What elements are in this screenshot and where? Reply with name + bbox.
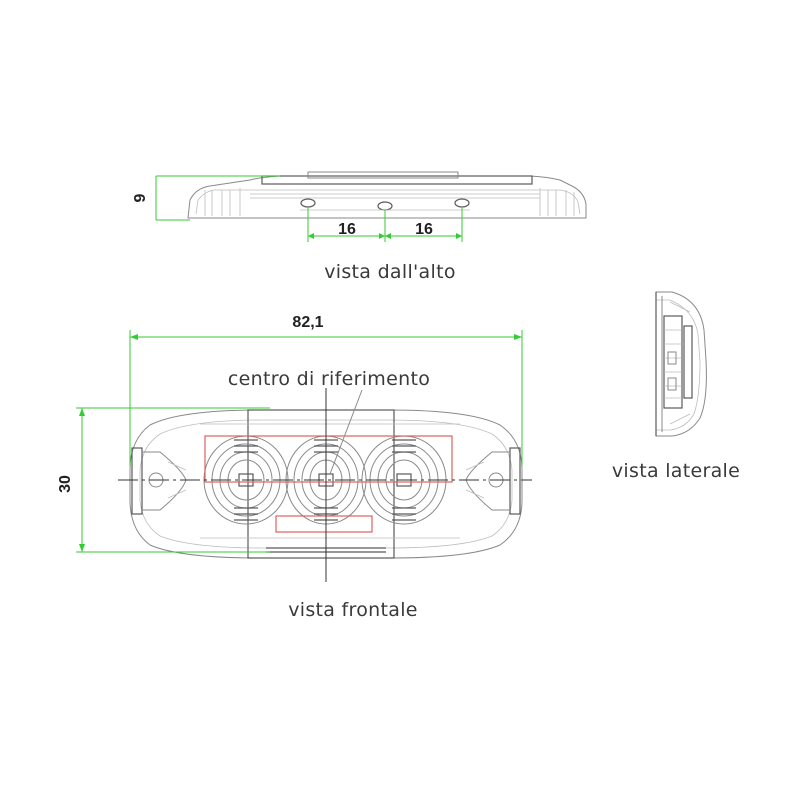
- label-reference-center: centro di riferimento: [228, 368, 430, 390]
- label-view-top: vista dall'alto: [324, 261, 456, 283]
- dim-top-spacing-left-label: 16: [338, 221, 356, 238]
- highlight-lower-area: [275, 515, 373, 533]
- top-view-dimensions: 9 16 16: [132, 175, 463, 242]
- top-view: [187, 171, 587, 219]
- dim-top-height-label: 9: [132, 193, 149, 202]
- front-view-dimensions: 82,1 30: [57, 314, 523, 553]
- dim-top-spacing-right-label: 16: [415, 221, 433, 238]
- side-view: [655, 291, 707, 437]
- label-view-side: vista laterale: [612, 460, 740, 482]
- label-view-front: vista frontale: [288, 599, 418, 621]
- reference-center-leader: [329, 389, 363, 475]
- dim-front-width-label: 82,1: [292, 314, 323, 331]
- dim-front-height-label: 30: [57, 475, 74, 493]
- highlight-led-area: [204, 435, 453, 483]
- front-view: [118, 388, 532, 582]
